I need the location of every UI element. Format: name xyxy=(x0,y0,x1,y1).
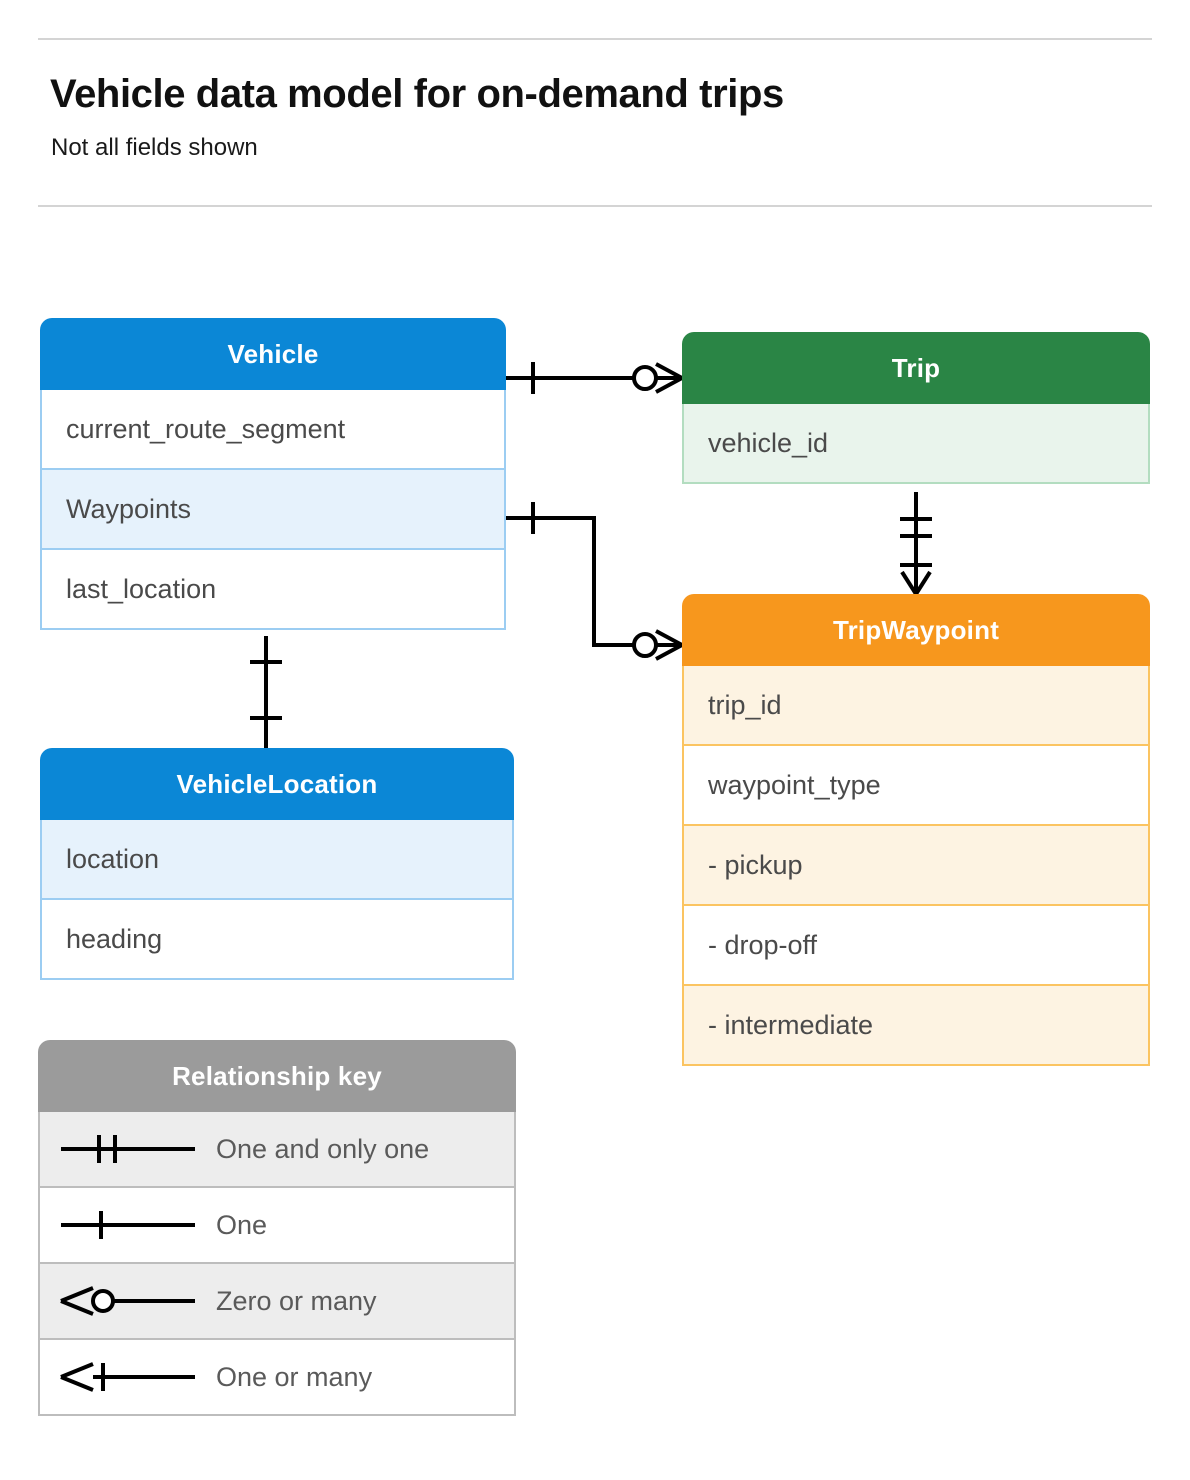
entity-tripwaypoint-field-waypoint-type[interactable]: waypoint_type xyxy=(682,746,1150,826)
one-symbol xyxy=(40,1205,216,1245)
entity-vehiclelocation-field-heading[interactable]: heading xyxy=(40,900,514,980)
page-subtitle: Not all fields shown xyxy=(51,134,258,161)
connector-vehicle-vehiclelocation xyxy=(250,636,282,748)
legend-label: One xyxy=(216,1209,268,1240)
entity-vehicle-title: Vehicle xyxy=(40,318,506,390)
entity-tripwaypoint-value-drop-off[interactable]: - drop-off xyxy=(682,906,1150,986)
entity-vehicle-field-current-route-segment[interactable]: current_route_segment xyxy=(40,390,506,470)
legend-item-zero-or-many: Zero or many xyxy=(38,1264,516,1340)
legend-item-one: One xyxy=(38,1188,516,1264)
page-title: Vehicle data model for on-demand trips xyxy=(50,72,784,116)
connector-trip-tripwaypoint xyxy=(900,492,932,596)
legend-item-one-and-only-one: One and only one xyxy=(38,1112,516,1188)
entity-trip-title: Trip xyxy=(682,332,1150,404)
connector-vehicle-trip xyxy=(506,362,683,394)
entity-vehicle-field-last-location[interactable]: last_location xyxy=(40,550,506,630)
one-and-only-one-symbol xyxy=(40,1129,216,1169)
legend-label: One and only one xyxy=(216,1133,430,1164)
entity-tripwaypoint-title: TripWaypoint xyxy=(682,594,1150,666)
entity-trip[interactable]: Trip vehicle_id xyxy=(682,332,1150,484)
entity-tripwaypoint[interactable]: TripWaypoint trip_id waypoint_type - pic… xyxy=(682,594,1150,1066)
entity-tripwaypoint-value-intermediate[interactable]: - intermediate xyxy=(682,986,1150,1066)
bottom-divider xyxy=(38,205,1152,207)
entity-tripwaypoint-field-trip-id[interactable]: trip_id xyxy=(682,666,1150,746)
entity-trip-field-vehicle-id[interactable]: vehicle_id xyxy=(682,404,1150,484)
zero-or-many-symbol xyxy=(40,1281,216,1321)
entity-vehiclelocation[interactable]: VehicleLocation location heading xyxy=(40,748,514,980)
top-divider xyxy=(38,38,1152,40)
legend-label: Zero or many xyxy=(216,1285,377,1316)
legend-item-one-or-many: One or many xyxy=(38,1340,516,1416)
legend-label: One or many xyxy=(216,1361,373,1392)
entity-vehicle[interactable]: Vehicle current_route_segment Waypoints … xyxy=(40,318,506,630)
entity-tripwaypoint-value-pickup[interactable]: - pickup xyxy=(682,826,1150,906)
entity-vehiclelocation-title: VehicleLocation xyxy=(40,748,514,820)
one-or-many-symbol xyxy=(40,1357,216,1397)
entity-vehiclelocation-field-location[interactable]: location xyxy=(40,820,514,900)
connector-waypoints-tripwaypoint xyxy=(506,502,683,661)
legend-title: Relationship key xyxy=(38,1040,516,1112)
entity-vehicle-field-waypoints[interactable]: Waypoints xyxy=(40,470,506,550)
relationship-key-legend: Relationship key One and only one One xyxy=(38,1040,516,1416)
